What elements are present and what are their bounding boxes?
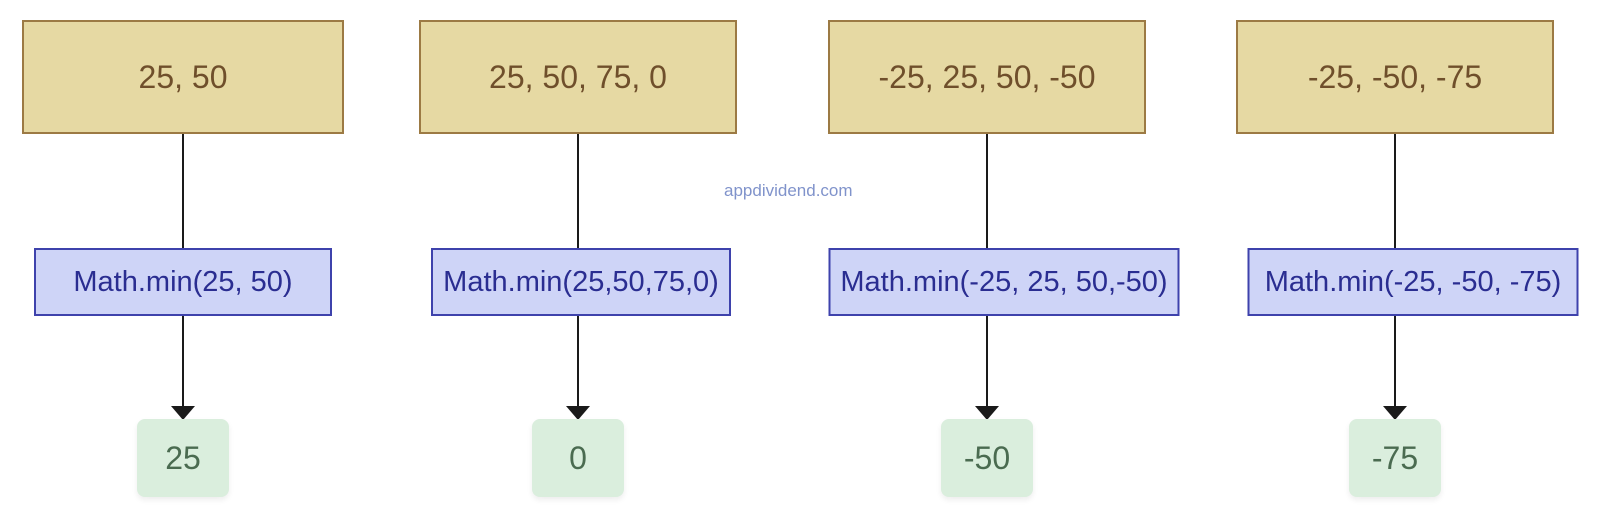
function-call-node: Math.min(-25, 25, 50,-50) bbox=[828, 248, 1180, 316]
input-values-text: -25, 25, 50, -50 bbox=[878, 58, 1096, 95]
arrow-down-head bbox=[975, 406, 999, 420]
input-values-text: -25, -50, -75 bbox=[1307, 58, 1483, 95]
result-node: -75 bbox=[1349, 419, 1441, 497]
function-call-text: Math.min(-25, 25, 50,-50) bbox=[840, 265, 1168, 298]
function-call-node: Math.min(25,50,75,0) bbox=[431, 248, 731, 316]
result-text: -50 bbox=[963, 439, 1011, 476]
input-values-text: 25, 50 bbox=[138, 58, 228, 95]
arrow-down-head bbox=[1383, 406, 1407, 420]
input-values-node: 25, 50, 75, 0 bbox=[419, 20, 737, 134]
result-text: 25 bbox=[165, 439, 201, 476]
connector-line bbox=[577, 134, 579, 248]
function-call-text: Math.min(-25, -50, -75) bbox=[1264, 265, 1562, 298]
function-call-text: Math.min(25, 50) bbox=[73, 265, 293, 298]
result-node: 0 bbox=[532, 419, 624, 497]
function-call-node: Math.min(25, 50) bbox=[34, 248, 332, 316]
input-values-node: 25, 50 bbox=[22, 20, 344, 134]
result-text: -75 bbox=[1371, 439, 1419, 476]
connector-line bbox=[986, 316, 988, 408]
arrow-down-head bbox=[566, 406, 590, 420]
input-values-node: -25, -50, -75 bbox=[1236, 20, 1554, 134]
result-text: 0 bbox=[569, 439, 587, 476]
function-call-text: Math.min(25,50,75,0) bbox=[443, 265, 719, 298]
input-values-node: -25, 25, 50, -50 bbox=[828, 20, 1146, 134]
connector-line bbox=[986, 134, 988, 248]
result-node: 25 bbox=[137, 419, 229, 497]
connector-line bbox=[182, 316, 184, 408]
arrow-down-head bbox=[171, 406, 195, 420]
result-node: -50 bbox=[941, 419, 1033, 497]
input-values-text: 25, 50, 75, 0 bbox=[489, 58, 667, 95]
watermark-text: appdividend.com bbox=[724, 181, 853, 200]
function-call-node: Math.min(-25, -50, -75) bbox=[1247, 248, 1579, 316]
connector-line bbox=[182, 134, 184, 248]
connector-line bbox=[1394, 134, 1396, 248]
connector-line bbox=[1394, 316, 1396, 408]
connector-line bbox=[577, 316, 579, 408]
